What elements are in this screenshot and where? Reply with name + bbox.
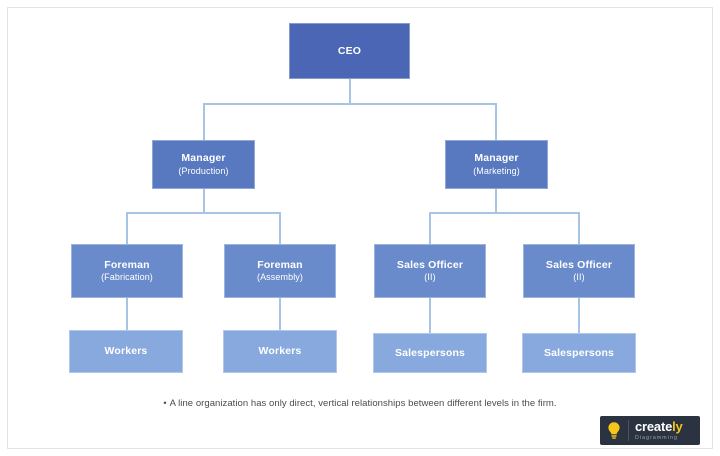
node-foreman-fabrication-title: Foreman <box>104 258 150 271</box>
connector-production-to-fabrication <box>126 212 128 244</box>
connector-ceo-bus <box>203 103 497 105</box>
node-foreman-assembly-subtitle: (Assembly) <box>256 272 303 283</box>
node-sales-officer-2-subtitle: (II) <box>573 272 585 283</box>
lightbulb-icon <box>600 416 628 445</box>
connector-marketing-bus <box>429 212 580 214</box>
logo-wordmark: creately <box>635 419 683 434</box>
diagram-caption: •A line organization has only direct, ve… <box>0 398 720 409</box>
connector-marketing-to-officer-1 <box>429 212 431 244</box>
creately-logo[interactable]: creately Diagramming <box>600 416 700 445</box>
node-manager-marketing[interactable]: Manager (Marketing) <box>445 140 548 189</box>
logo-word-main: create <box>635 419 673 435</box>
node-salespersons-2[interactable]: Salespersons <box>522 333 636 373</box>
caption-text: A line organization has only direct, ver… <box>169 398 557 409</box>
connector-assembly-to-workers <box>279 297 281 330</box>
node-foreman-fabrication-subtitle: (Fabrication) <box>101 272 153 283</box>
node-sales-officer-1-title: Sales Officer <box>396 258 464 271</box>
connector-ceo-stem <box>349 78 351 104</box>
connector-fabrication-to-workers <box>126 297 128 330</box>
logo-tagline: Diagramming <box>635 435 678 442</box>
node-sales-officer-1[interactable]: Sales Officer (II) <box>374 244 486 298</box>
node-sales-officer-2-title: Sales Officer <box>545 258 613 271</box>
node-manager-production[interactable]: Manager (Production) <box>152 140 255 189</box>
connector-officer2-to-salespersons <box>578 297 580 333</box>
node-foreman-assembly-title: Foreman <box>257 258 303 271</box>
node-salespersons-1[interactable]: Salespersons <box>373 333 487 373</box>
node-sales-officer-1-subtitle: (II) <box>424 272 436 283</box>
node-manager-marketing-title: Manager <box>474 152 519 165</box>
connector-ceo-to-marketing <box>495 103 497 140</box>
connector-marketing-to-officer-2 <box>578 212 580 244</box>
logo-word-accent: ly <box>672 419 683 435</box>
node-manager-production-title: Manager <box>181 152 226 165</box>
logo-divider <box>628 420 629 441</box>
node-workers-2-title: Workers <box>258 345 302 358</box>
connector-officer1-to-salespersons <box>429 297 431 333</box>
connector-ceo-to-production <box>203 103 205 140</box>
node-workers-1-title: Workers <box>104 345 148 358</box>
node-sales-officer-2[interactable]: Sales Officer (II) <box>523 244 635 298</box>
node-foreman-assembly[interactable]: Foreman (Assembly) <box>224 244 336 298</box>
node-ceo-title: CEO <box>337 44 362 57</box>
connector-production-to-assembly <box>279 212 281 244</box>
caption-bullet: • <box>163 398 167 408</box>
connector-production-bus <box>126 212 281 214</box>
node-manager-production-subtitle: (Production) <box>178 165 229 176</box>
connector-production-stem <box>203 188 205 213</box>
node-salespersons-2-title: Salespersons <box>543 346 615 359</box>
node-foreman-fabrication[interactable]: Foreman (Fabrication) <box>71 244 183 298</box>
node-ceo[interactable]: CEO <box>289 23 410 79</box>
logo-text: creately Diagramming <box>629 419 700 441</box>
node-salespersons-1-title: Salespersons <box>394 346 466 359</box>
node-manager-marketing-subtitle: (Marketing) <box>473 165 520 176</box>
canvas-frame <box>7 7 713 449</box>
connector-marketing-stem <box>495 188 497 213</box>
node-workers-1[interactable]: Workers <box>69 330 183 373</box>
node-workers-2[interactable]: Workers <box>223 330 337 373</box>
